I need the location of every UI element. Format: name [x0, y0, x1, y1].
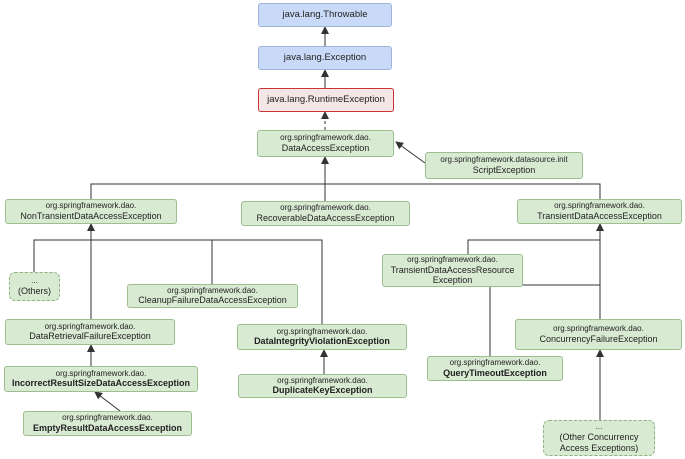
- transient-data-access-exception-node: org.springframework.dao. TransientDataAc…: [517, 199, 682, 224]
- edge-integrity-nontransient: [91, 239, 323, 324]
- node-label: java.lang.Exception: [283, 52, 367, 64]
- package-label: org.springframework.dao.: [407, 254, 498, 264]
- edge-cleanup-nontransient: [91, 239, 213, 284]
- ellipsis-label: ...: [595, 422, 603, 432]
- recoverable-data-access-exception-node: org.springframework.dao. RecoverableData…: [241, 201, 410, 226]
- ellipsis-label: ...: [31, 276, 38, 286]
- edge-others-nontransient: [33, 239, 91, 272]
- class-label: TransientDataAccessResource: [390, 264, 515, 275]
- class-label: CleanupFailureDataAccessException: [138, 295, 287, 306]
- exception-node: java.lang.Exception: [258, 46, 392, 70]
- class-label: NonTransientDataAccessException: [20, 210, 162, 221]
- package-label: org.springframework.dao.: [167, 285, 258, 295]
- other-concurrency-exceptions-node: ... (Other Concurrency Access Exceptions…: [543, 420, 655, 456]
- duplicate-key-exception-node: org.springframework.dao. DuplicateKeyExc…: [238, 374, 407, 398]
- package-label: org.springframework.dao.: [553, 324, 644, 334]
- node-label: java.lang.Throwable: [282, 9, 368, 21]
- query-timeout-exception-node: org.springframework.dao. QueryTimeoutExc…: [427, 356, 563, 381]
- class-label: ScriptException: [472, 164, 536, 175]
- data-access-exception-node: org.springframework.dao. DataAccessExcep…: [257, 130, 394, 157]
- package-label: org.springframework.dao.: [277, 375, 368, 385]
- runtime-exception-node: java.lang.RuntimeException: [258, 88, 394, 112]
- package-label: org.springframework.dao.: [44, 321, 136, 331]
- package-label: org.springframework.dao.: [280, 133, 371, 143]
- class-label: ConcurrencyFailureException: [539, 333, 658, 344]
- package-label: org.springframework.dao.: [45, 201, 137, 211]
- package-label: org.springframework.dao.: [554, 201, 645, 211]
- incorrect-result-size-exception-node: org.springframework.dao. IncorrectResult…: [4, 366, 198, 392]
- class-label: DataRetrievalFailureException: [29, 331, 151, 342]
- class-label: DataAccessException: [281, 142, 370, 153]
- package-label: org.springframework.dao.: [62, 413, 153, 423]
- class-label: IncorrectResultSizeDataAccessException: [11, 378, 191, 389]
- data-integrity-violation-exception-node: org.springframework.dao. DataIntegrityVi…: [237, 324, 407, 350]
- package-label: org.springframework.dao.: [55, 368, 147, 378]
- non-transient-data-access-exception-node: org.springframework.dao. NonTransientDat…: [5, 199, 177, 224]
- cleanup-failure-exception-node: org.springframework.dao. CleanupFailureD…: [127, 284, 298, 308]
- others-label: (Others): [17, 285, 51, 296]
- package-label: org.springframework.dao.: [449, 358, 541, 368]
- others-label: (Other Concurrency: [559, 432, 639, 442]
- edge-emptyresult-incorrect: [94, 391, 121, 412]
- class-label: EmptyResultDataAccessException: [32, 422, 183, 433]
- class-label: DataIntegrityViolationException: [254, 336, 390, 347]
- class-label: DuplicateKeyException: [272, 385, 373, 396]
- edge-script-dae: [395, 141, 426, 164]
- node-label: java.lang.RuntimeException: [267, 94, 385, 106]
- class-label-continued: Exception: [432, 275, 473, 286]
- package-label: org.springframework.datasource.init: [440, 155, 568, 165]
- class-label: QueryTimeoutException: [443, 367, 547, 378]
- package-label: org.springframework.dao.: [276, 326, 368, 336]
- class-label: TransientDataAccessException: [537, 210, 662, 221]
- others-node: ... (Others): [9, 272, 60, 301]
- others-label-continued: Access Exceptions): [559, 442, 639, 453]
- script-exception-node: org.springframework.datasource.init Scri…: [425, 152, 583, 179]
- class-label: RecoverableDataAccessException: [256, 212, 395, 223]
- edge-transientresource-transient: [467, 239, 600, 254]
- package-label: org.springframework.dao.: [280, 203, 371, 213]
- edge-branches-dae: [90, 183, 601, 199]
- concurrency-failure-exception-node: org.springframework.dao. ConcurrencyFail…: [515, 319, 682, 350]
- empty-result-exception-node: org.springframework.dao. EmptyResultData…: [23, 411, 192, 436]
- throwable-node: java.lang.Throwable: [258, 3, 392, 27]
- data-retrieval-failure-exception-node: org.springframework.dao. DataRetrievalFa…: [5, 319, 175, 345]
- transient-data-access-resource-exception-node: org.springframework.dao. TransientDataAc…: [382, 254, 523, 287]
